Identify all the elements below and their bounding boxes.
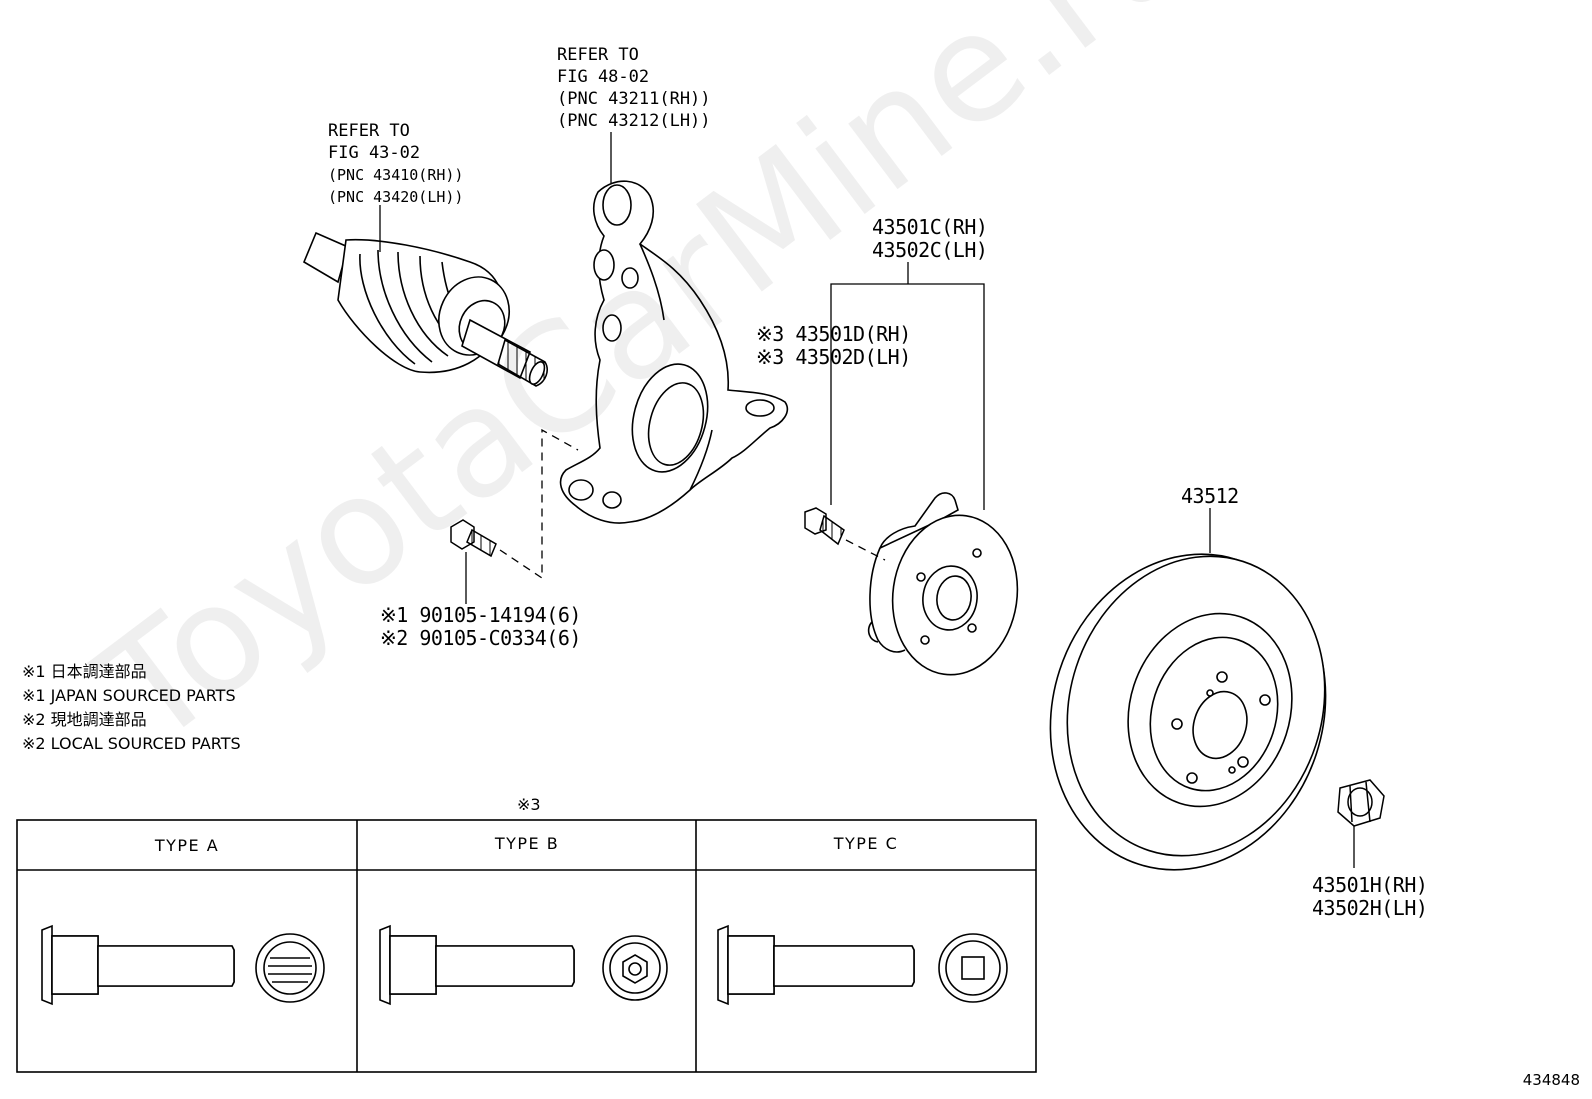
steering-knuckle-drawing — [559, 180, 789, 524]
type-table-marker: ※3 — [517, 795, 541, 814]
type-table — [16, 819, 1037, 1073]
note-japan-en: ※1 JAPAN SOURCED PARTS — [22, 686, 236, 705]
knuckle-bolt-part-1: ※1 90105-14194(6) — [380, 603, 581, 627]
knuckle-ref-line-2: FIG 48-02 — [557, 67, 650, 87]
hub-bolt-guide — [845, 539, 886, 561]
hub-nut-drawing — [1337, 779, 1385, 827]
knuckle-ref-line-1: REFER TO — [557, 45, 639, 65]
hub-bolt-part-lh: ※3 43502D(LH) — [756, 345, 911, 369]
note-local-jp: ※2 現地調達部品 — [22, 710, 147, 729]
driveshaft-ref-line-3: (PNC 43410(RH)) — [328, 166, 464, 184]
driveshaft-drawing — [302, 231, 548, 387]
hub-assembly-drawing — [867, 492, 1019, 676]
type-b-stud — [379, 924, 668, 1006]
figure-number: 434848 — [1522, 1071, 1580, 1089]
hub-bolt-drawing — [804, 507, 845, 546]
driveshaft-ref-line-1: REFER TO — [328, 121, 410, 141]
type-c-stud — [717, 924, 1008, 1006]
hub-nut-part-rh: 43501H(RH) — [1312, 873, 1428, 897]
knuckle-ref-line-4: (PNC 43212(LH)) — [557, 111, 711, 131]
hub-assy-part-lh: 43502C(LH) — [872, 238, 988, 262]
type-a-stud — [41, 924, 325, 1006]
driveshaft-ref-line-2: FIG 43-02 — [328, 143, 421, 163]
note-local-en: ※2 LOCAL SOURCED PARTS — [22, 734, 241, 753]
knuckle-ref-line-3: (PNC 43211(RH)) — [557, 89, 711, 109]
hub-bracket — [830, 283, 985, 510]
brake-disc-drawing — [1049, 553, 1327, 871]
knuckle-bolt-part-2: ※2 90105-C0334(6) — [380, 626, 581, 650]
hub-nut-part-lh: 43502H(LH) — [1312, 896, 1428, 920]
disc-part: 43512 — [1181, 484, 1239, 508]
type-c-header: TYPE C — [833, 834, 899, 853]
note-japan-jp: ※1 日本調達部品 — [22, 662, 147, 681]
type-a-header: TYPE A — [154, 836, 220, 855]
hub-bolt-part-rh: ※3 43501D(RH) — [756, 322, 911, 346]
knuckle-bolt-drawing — [450, 519, 497, 558]
driveshaft-ref-line-4: (PNC 43420(LH)) — [328, 188, 464, 206]
type-b-header: TYPE B — [494, 834, 560, 853]
hub-assy-part-rh: 43501C(RH) — [872, 215, 988, 239]
